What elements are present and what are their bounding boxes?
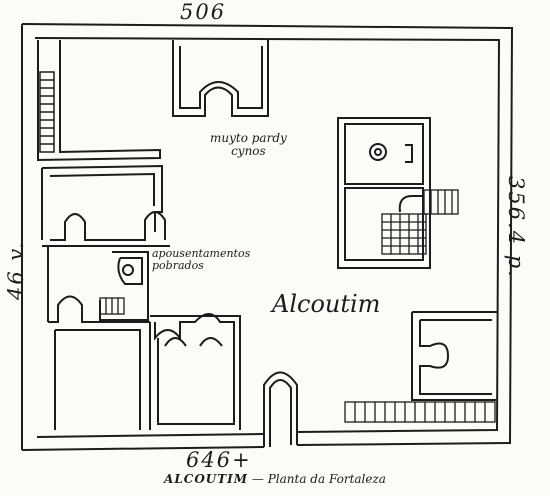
stair-top-left xyxy=(39,71,55,153)
outer-wall xyxy=(21,23,514,451)
place-name: Alcoutim xyxy=(272,290,381,318)
note-upper: muyto pardy cynos xyxy=(210,132,287,158)
caption-title: ALCOUTIM xyxy=(164,472,249,486)
note-lower-line2: pobrados xyxy=(152,259,204,272)
tower-top xyxy=(172,40,269,117)
dimension-right: 356.4 p. xyxy=(504,176,528,279)
stair-small xyxy=(99,297,125,315)
stair-bottom-right xyxy=(344,401,496,423)
caption-separator: — xyxy=(248,472,268,486)
note-lower-line1: apousentamentos xyxy=(152,247,251,260)
fortress-plan xyxy=(21,23,514,451)
caption: ALCOUTIM — Planta da Fortaleza xyxy=(0,472,550,486)
note-upper-line1: muyto pardy xyxy=(210,131,287,145)
dimension-left: 46 v. xyxy=(4,240,28,300)
caption-subtitle: Planta da Fortaleza xyxy=(267,472,386,486)
room-left-middle xyxy=(41,164,170,322)
room-bottom-center-left xyxy=(150,313,241,430)
dimension-bottom: 646+ xyxy=(186,448,252,472)
note-upper-line2: cynos xyxy=(231,144,266,158)
dimension-top: 506 xyxy=(180,0,227,24)
tower-bottom-right xyxy=(411,311,498,401)
stair-right-horizontal xyxy=(423,189,459,215)
tower-right xyxy=(337,117,431,269)
room-top-left xyxy=(37,40,161,162)
stair-right-grid xyxy=(381,213,427,255)
note-lower: apousentamentos pobrados xyxy=(152,248,250,272)
room-bottom-left xyxy=(48,295,151,430)
main-gate xyxy=(263,371,298,447)
